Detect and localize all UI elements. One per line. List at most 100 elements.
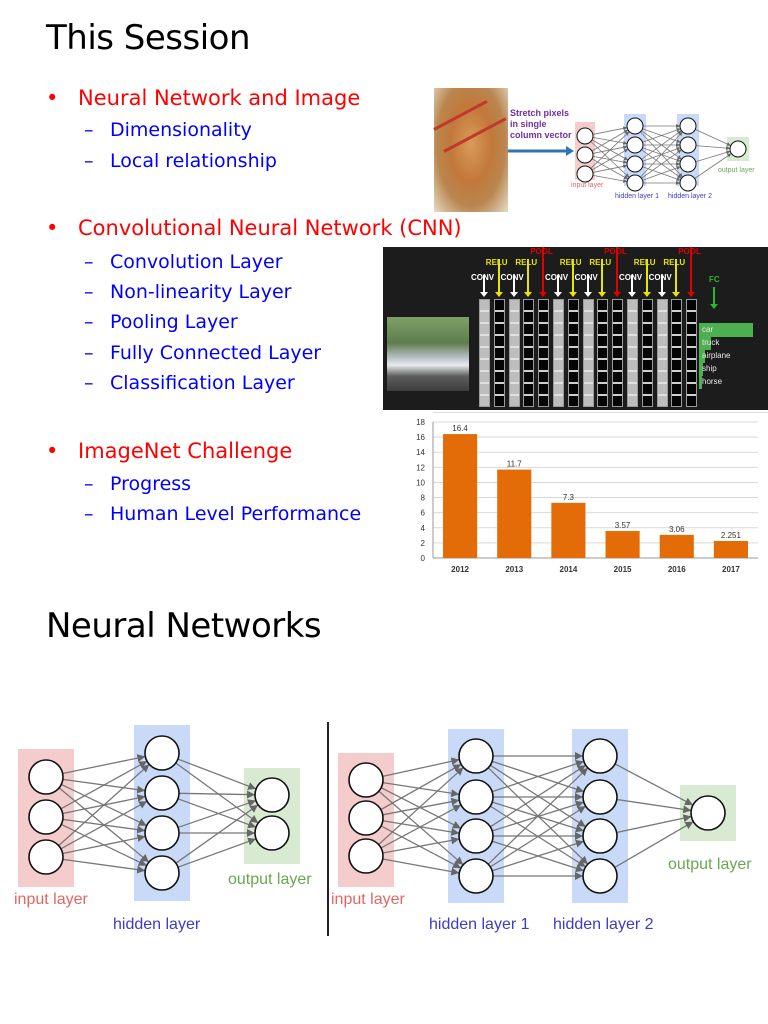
connection-edge <box>614 821 694 868</box>
class-score-bar <box>699 362 704 376</box>
x-tick-label: 2017 <box>722 565 740 574</box>
small-input-label: input layer <box>14 891 88 908</box>
feature-map-column <box>523 299 535 407</box>
connection-edge <box>382 781 460 798</box>
y-tick-label: 4 <box>421 524 426 533</box>
neuron-node <box>28 799 64 835</box>
data-label: 3.06 <box>669 525 685 534</box>
feature-map-column <box>538 299 550 407</box>
mini-hidden2-label: hidden layer 2 <box>668 193 712 200</box>
neuron-node <box>582 779 618 815</box>
conv-arrow-icon <box>628 275 636 297</box>
connection-edge <box>695 150 731 163</box>
large-output-label: output layer <box>668 856 752 873</box>
outline-item-cnn: •Convolutional Neural Network (CNN) <box>46 216 462 240</box>
feature-map-column <box>582 299 594 407</box>
conv-label: CONV <box>619 273 643 282</box>
neuron-node <box>144 815 180 851</box>
class-score-bar <box>699 323 753 337</box>
neuron-node <box>348 838 384 874</box>
bar-2014 <box>551 502 586 558</box>
x-tick-label: 2013 <box>505 565 523 574</box>
neuron-node <box>144 855 180 891</box>
y-tick-label: 14 <box>416 448 425 457</box>
neuron-node <box>679 117 697 135</box>
relu-arrow-icon <box>642 259 651 297</box>
conv-label: CONV <box>545 273 569 282</box>
stretch-annotation: Stretch pixels in single column vector <box>510 108 572 140</box>
conv-arrow-icon <box>554 275 562 297</box>
relu-label: RELU <box>589 258 612 267</box>
feature-map-column <box>686 299 698 407</box>
neuron-node <box>582 818 618 854</box>
feature-map-column <box>553 299 564 407</box>
outline-subitem: –Classification Layer <box>84 372 295 394</box>
feature-map-column <box>627 299 638 407</box>
neuron-node <box>348 800 384 836</box>
neuron-node <box>626 117 644 135</box>
relu-label: RELU <box>485 258 508 267</box>
neuron-node <box>28 839 64 875</box>
conv-label: CONV <box>574 273 598 282</box>
conv-arrow-icon <box>480 275 488 297</box>
y-tick-label: 2 <box>421 539 426 548</box>
x-tick-label: 2016 <box>668 565 686 574</box>
neuron-node <box>626 155 644 173</box>
class-score-bar <box>699 349 706 363</box>
connection-edge <box>60 760 148 810</box>
bullet-dot-icon: • <box>46 439 59 463</box>
feature-map-column <box>641 299 653 407</box>
outline-subitem: –Dimensionality <box>84 119 252 141</box>
connection-edge <box>640 131 683 178</box>
outline-subitem: –Progress <box>84 473 192 495</box>
x-tick-label: 2015 <box>614 565 632 574</box>
connection-edge <box>694 153 732 179</box>
neuron-node <box>729 140 747 158</box>
neuron-node <box>582 738 618 774</box>
class-label: airplane <box>702 351 731 360</box>
relu-arrow-icon <box>494 259 503 297</box>
relu-label: RELU <box>559 258 582 267</box>
conv-label: CONV <box>648 273 672 282</box>
large-hidden2-label: hidden layer 2 <box>553 916 654 933</box>
neuron-node <box>458 858 494 894</box>
neuron-node <box>576 165 594 183</box>
class-score-bar <box>699 336 711 350</box>
neuron-node <box>626 136 644 154</box>
connection-edge <box>491 760 585 793</box>
class-label: truck <box>702 338 720 347</box>
class-label: horse <box>702 377 723 386</box>
outline-item-imagenet: •ImageNet Challenge <box>46 439 293 463</box>
bar-2013 <box>497 469 532 558</box>
diagram-divider <box>327 722 329 936</box>
neuron-node <box>144 735 180 771</box>
pool-label: POOL <box>678 247 701 256</box>
connection-edge <box>695 145 731 151</box>
bar-2012 <box>443 434 478 558</box>
x-tick-label: 2014 <box>560 565 578 574</box>
data-label: 16.4 <box>452 424 468 433</box>
connection-edge <box>382 858 460 876</box>
data-label: 2.251 <box>721 531 742 540</box>
class-label: ship <box>702 364 717 373</box>
outline-subitem: –Local relationship <box>84 150 277 172</box>
neuron-node <box>144 775 180 811</box>
connection-edge <box>592 175 628 183</box>
relu-arrow-icon <box>598 259 607 297</box>
connection-edge <box>382 797 460 816</box>
connection-edge <box>592 126 628 135</box>
connection-edge <box>641 130 682 160</box>
neuron-node <box>582 858 618 894</box>
outline-item-neural-network-image: •Neural Network and Image <box>46 86 361 110</box>
mini-input-label: input layer <box>571 182 604 189</box>
x-tick-label: 2012 <box>451 565 469 574</box>
neuron-node <box>348 762 384 798</box>
large-hidden1-label: hidden layer 1 <box>429 916 530 933</box>
neuron-node <box>254 777 290 813</box>
connection-edge <box>177 837 257 868</box>
outline-subitem: –Human Level Performance <box>84 503 362 525</box>
neuron-node <box>690 795 726 831</box>
neuron-node <box>679 174 697 192</box>
pool-arrow-icon <box>687 247 696 297</box>
